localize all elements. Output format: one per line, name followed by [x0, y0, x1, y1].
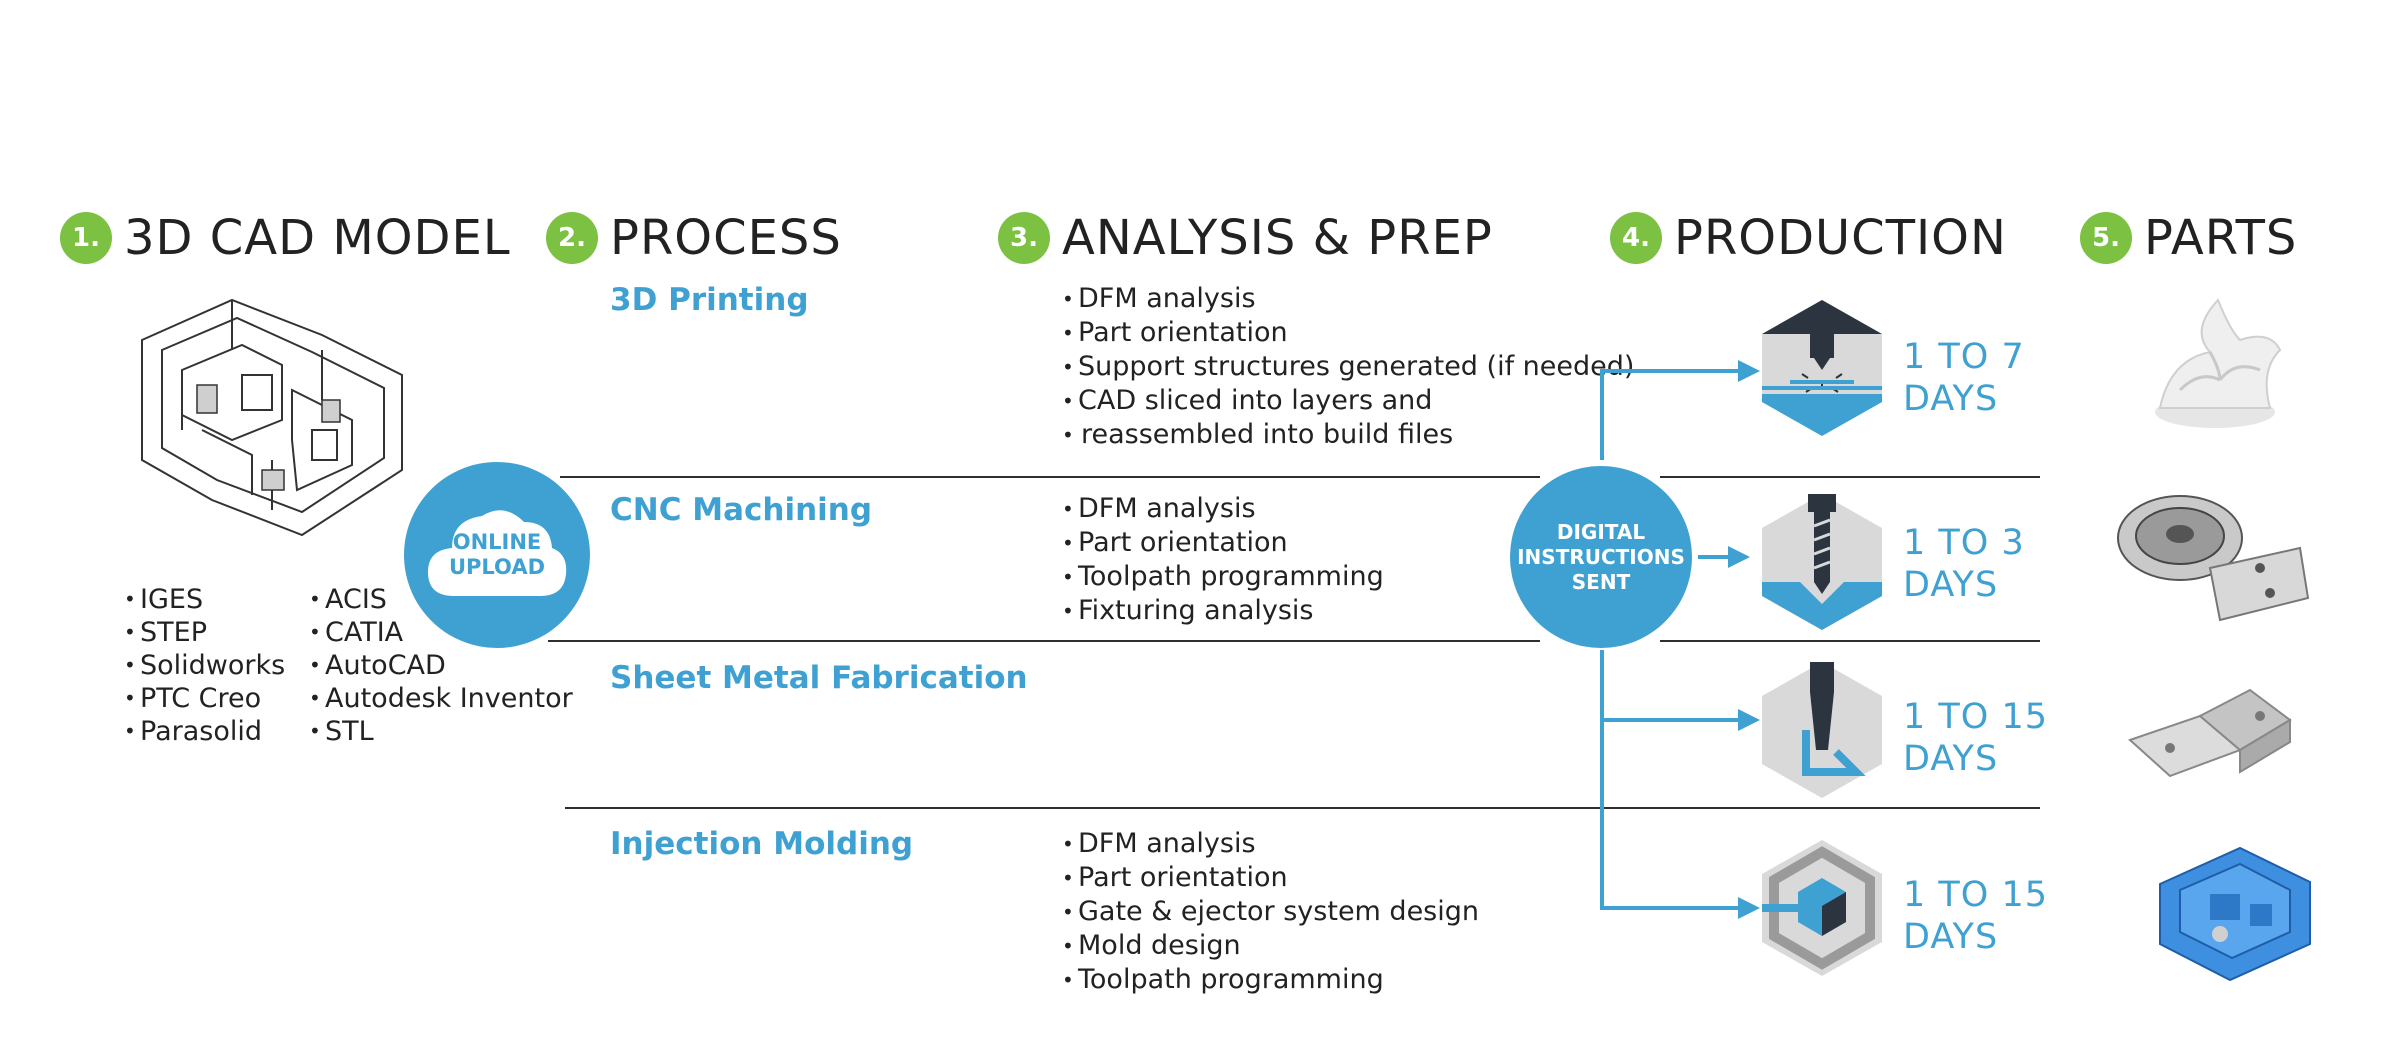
lead-time-value: 1 TO 15 — [1903, 697, 2048, 737]
routing-arrows — [1600, 360, 1760, 919]
process-name-injection-molding: Injection Molding — [610, 826, 914, 862]
step-title: ANALYSIS & PREP — [1062, 210, 1493, 266]
list-item: Solidworks — [124, 649, 285, 682]
step-number-badge: 5. — [2080, 212, 2132, 264]
list-item: Autodesk Inventor — [309, 682, 573, 715]
upload-label-line: ONLINE — [452, 530, 542, 554]
prep-list-cnc-machining: DFM analysis Part orientation Toolpath p… — [1062, 492, 1384, 628]
press-brake-icon — [1762, 662, 1882, 798]
lead-time-3d-printing: 1 TO 7 DAYS — [1903, 336, 2025, 420]
step-title: PRODUCTION — [1674, 210, 2007, 266]
step-number-badge: 2. — [546, 212, 598, 264]
lead-time-unit: DAYS — [1903, 917, 1999, 957]
lead-time-value: 1 TO 7 — [1903, 337, 2025, 377]
process-name-sheet-metal: Sheet Metal Fabrication — [610, 660, 1028, 696]
process-name-3d-printing: 3D Printing — [610, 282, 809, 318]
step-header-process: 2. PROCESS — [546, 210, 842, 266]
lead-time-value: 1 TO 3 — [1903, 523, 2025, 563]
step-title: PARTS — [2144, 210, 2298, 266]
online-upload-label: ONLINE UPLOAD — [404, 530, 590, 580]
list-item: CATIA — [309, 616, 573, 649]
list-item: Part orientation — [1062, 526, 1384, 560]
mold-cube-icon — [1762, 840, 1882, 976]
part-image-3d-printed-impeller — [2155, 298, 2282, 428]
list-item: DFM analysis — [1062, 827, 1479, 861]
list-item: IGES — [124, 583, 285, 616]
list-item-continuation: reassembled into build files — [1062, 418, 1634, 452]
divider-line — [565, 807, 2040, 809]
list-item: ACIS — [309, 583, 573, 616]
step-header-production: 4. PRODUCTION — [1610, 210, 2007, 266]
cad-format-list-1: IGES STEP Solidworks PTC Creo Parasolid — [124, 583, 285, 748]
instructions-label-line: SENT — [1571, 570, 1631, 594]
cad-model-wireframe-image — [141, 298, 403, 537]
prep-list-injection-molding: DFM analysis Part orientation Gate & eje… — [1062, 827, 1479, 997]
digital-instructions-circle: DIGITAL INSTRUCTIONS SENT — [1510, 466, 1692, 648]
digital-instructions-label: DIGITAL INSTRUCTIONS SENT — [1510, 520, 1692, 595]
lead-time-unit: DAYS — [1903, 565, 1999, 605]
lead-time-cnc-machining: 1 TO 3 DAYS — [1903, 522, 2025, 606]
list-item: Gate & ejector system design — [1062, 895, 1479, 929]
3d-printer-nozzle-icon — [1762, 300, 1882, 436]
divider-line — [548, 640, 1540, 642]
step-title: 3D CAD MODEL — [124, 210, 511, 266]
list-item: CAD sliced into layers and — [1062, 384, 1634, 418]
list-item: Toolpath programming — [1062, 963, 1479, 997]
step-header-cad-model: 1. 3D CAD MODEL — [60, 210, 511, 266]
step-number-badge: 4. — [1610, 212, 1662, 264]
part-image-sheet-metal — [2128, 688, 2292, 778]
list-item: Fixturing analysis — [1062, 594, 1384, 628]
arrow-to-injection-molding — [1600, 650, 1740, 910]
arrow-to-3d-printing — [1600, 369, 1740, 460]
lead-time-injection-molding: 1 TO 15 DAYS — [1903, 874, 2048, 958]
process-name-cnc-machining: CNC Machining — [610, 492, 873, 528]
divider-line — [1660, 476, 2040, 478]
prep-list-3d-printing: DFM analysis Part orientation Support st… — [1062, 282, 1634, 452]
list-item: Mold design — [1062, 929, 1479, 963]
list-item: DFM analysis — [1062, 282, 1634, 316]
list-item: Parasolid — [124, 715, 285, 748]
list-item: AutoCAD — [309, 649, 573, 682]
lead-time-sheet-metal: 1 TO 15 DAYS — [1903, 696, 2048, 780]
lead-time-value: 1 TO 15 — [1903, 875, 2048, 915]
cad-format-list-2: ACIS CATIA AutoCAD Autodesk Inventor STL — [309, 583, 573, 748]
list-item: Part orientation — [1062, 316, 1634, 350]
list-item: STL — [309, 715, 573, 748]
step-title: PROCESS — [610, 210, 842, 266]
upload-label-line: UPLOAD — [448, 555, 546, 579]
instructions-label-line: DIGITAL — [1556, 520, 1646, 544]
lead-time-unit: DAYS — [1903, 739, 1999, 779]
part-image-injection-molded — [2159, 846, 2311, 982]
divider-line — [560, 476, 1540, 478]
instructions-label-line: INSTRUCTIONS — [1517, 545, 1685, 569]
cloud-icon — [428, 510, 567, 596]
step-header-parts: 5. PARTS — [2080, 210, 2297, 266]
list-item: PTC Creo — [124, 682, 285, 715]
step-header-analysis-prep: 3. ANALYSIS & PREP — [998, 210, 1493, 266]
lead-time-unit: DAYS — [1903, 379, 1999, 419]
online-upload-circle: ONLINE UPLOAD — [404, 462, 590, 648]
divider-line — [1660, 640, 2040, 642]
part-image-cnc-machined — [2117, 495, 2310, 622]
drill-bit-icon — [1762, 494, 1882, 630]
list-item: STEP — [124, 616, 285, 649]
list-item: Support structures generated (if needed) — [1062, 350, 1634, 384]
list-item: DFM analysis — [1062, 492, 1384, 526]
step-number-badge: 1. — [60, 212, 112, 264]
list-item: Part orientation — [1062, 861, 1479, 895]
list-item: Toolpath programming — [1062, 560, 1384, 594]
step-number-badge: 3. — [998, 212, 1050, 264]
